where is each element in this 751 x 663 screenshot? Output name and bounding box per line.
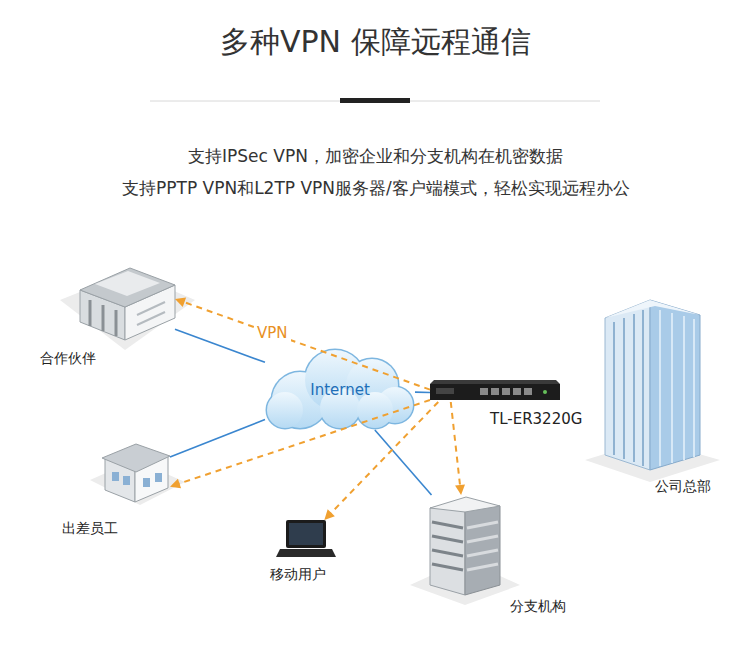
arrow-head	[175, 298, 186, 307]
connector-line	[329, 402, 438, 515]
headquarters-tower	[605, 300, 700, 470]
connector-line	[375, 430, 432, 495]
arrow-head	[170, 479, 181, 488]
network-link	[170, 420, 265, 458]
vpn-tunnel	[451, 402, 465, 495]
vpn-tunnel	[170, 400, 430, 488]
edge-label: VPN	[254, 324, 291, 342]
node-label: TL-ER3220G	[490, 410, 582, 428]
node-label: 公司总部	[655, 478, 711, 496]
connector-line	[170, 420, 265, 458]
internet-cloud	[266, 349, 415, 430]
page-title: 多种VPN 保障远程通信	[220, 22, 531, 63]
network-node: 分支机构	[425, 495, 505, 595]
network-link	[375, 430, 432, 495]
router-device	[430, 380, 560, 400]
ground-shadow	[60, 272, 195, 350]
network-node: TL-ER3220G	[430, 378, 560, 402]
network-node: 合作伙伴	[75, 265, 175, 345]
vpn-tunnel	[324, 402, 438, 520]
partner-building	[80, 268, 175, 340]
connector-line	[182, 301, 430, 389]
branch-building	[430, 497, 500, 595]
node-label: 出差员工	[62, 520, 118, 538]
arrow-head	[455, 485, 465, 495]
connector-line	[451, 402, 461, 488]
node-label: Internet	[310, 381, 370, 399]
connector-line	[415, 391, 430, 393]
subtitle-line: 支持IPSec VPN，加密企业和分支机构在机密数据	[188, 145, 563, 168]
node-label: 合作伙伴	[40, 350, 96, 368]
divider-bar	[340, 98, 410, 103]
connector-line	[175, 329, 265, 362]
laptop-icon	[276, 520, 336, 557]
subtitle-line: 支持PPTP VPN和L2TP VPN服务器/客户端模式，轻松实现远程办公	[122, 177, 630, 200]
node-label: 移动用户	[270, 566, 326, 584]
network-node: Internet	[265, 350, 415, 430]
node-label: 分支机构	[510, 598, 566, 616]
house-building	[102, 444, 170, 502]
network-node: 出差员工	[100, 440, 170, 505]
vpn-tunnel	[175, 298, 430, 390]
network-node: 移动用户	[278, 520, 332, 560]
connector-line	[177, 400, 430, 484]
arrow-head	[324, 509, 335, 520]
network-link	[175, 329, 265, 362]
network-link	[415, 392, 430, 393]
network-node: 公司总部	[600, 300, 700, 470]
